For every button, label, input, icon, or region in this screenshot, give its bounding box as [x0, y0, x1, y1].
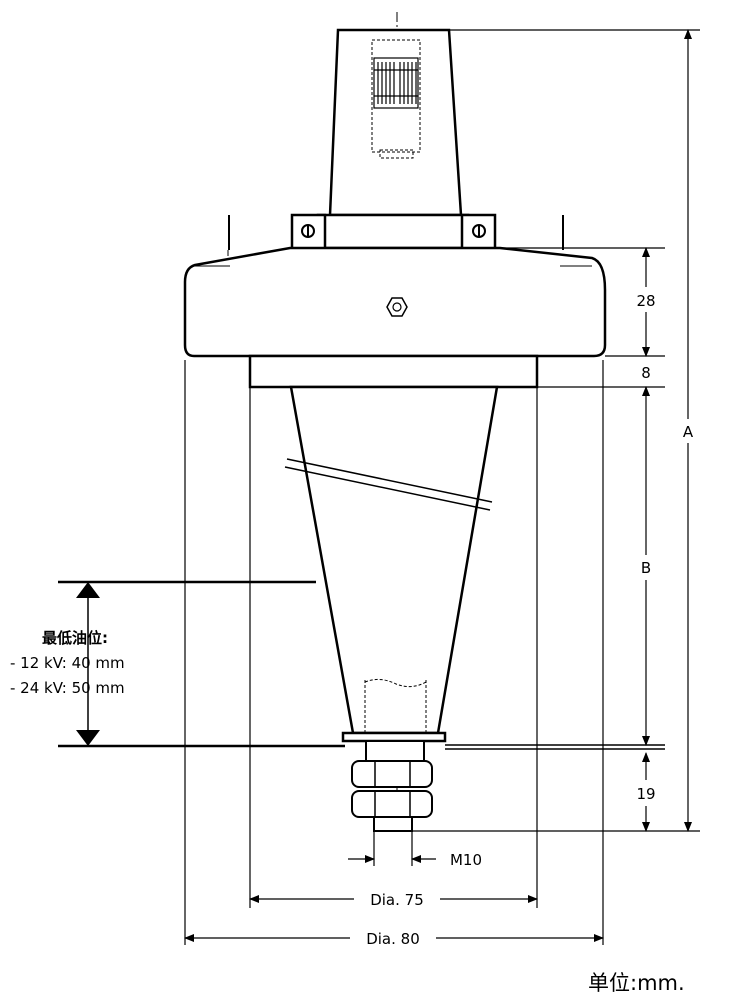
dimension-28-label: 28: [636, 292, 655, 310]
dimension-a-label: A: [683, 423, 694, 441]
thread-size-label: M10: [450, 851, 482, 869]
cone-body: [284, 385, 499, 743]
unit-note: 单位:mm.: [588, 971, 685, 995]
diameter-80-label: Dia. 80: [366, 930, 420, 948]
oil-level-title: 最低油位:: [42, 629, 108, 647]
diameter-75-label: Dia. 75: [370, 891, 424, 909]
dimension-8-label: 8: [641, 364, 651, 382]
oil-level-arrow-down-icon: [76, 730, 100, 746]
collar: [248, 354, 539, 389]
bottom-stud-with-nuts: [351, 740, 433, 832]
dimension-19-label: 19: [636, 785, 655, 803]
extension-lines: [184, 29, 700, 945]
oil-level-marker: [58, 580, 665, 750]
oil-level-24kv: - 24 kV: 50 mm: [10, 679, 125, 697]
top-terminal-housing: [328, 28, 463, 217]
dimension-b-label: B: [641, 559, 651, 577]
dimension-lines: [184, 29, 692, 942]
oil-level-12kv: - 12 kV: 40 mm: [10, 654, 125, 672]
bushing-head: [183, 246, 607, 358]
oil-level-arrow-up-icon: [76, 582, 100, 598]
hex-bolt-icon: [386, 297, 408, 317]
